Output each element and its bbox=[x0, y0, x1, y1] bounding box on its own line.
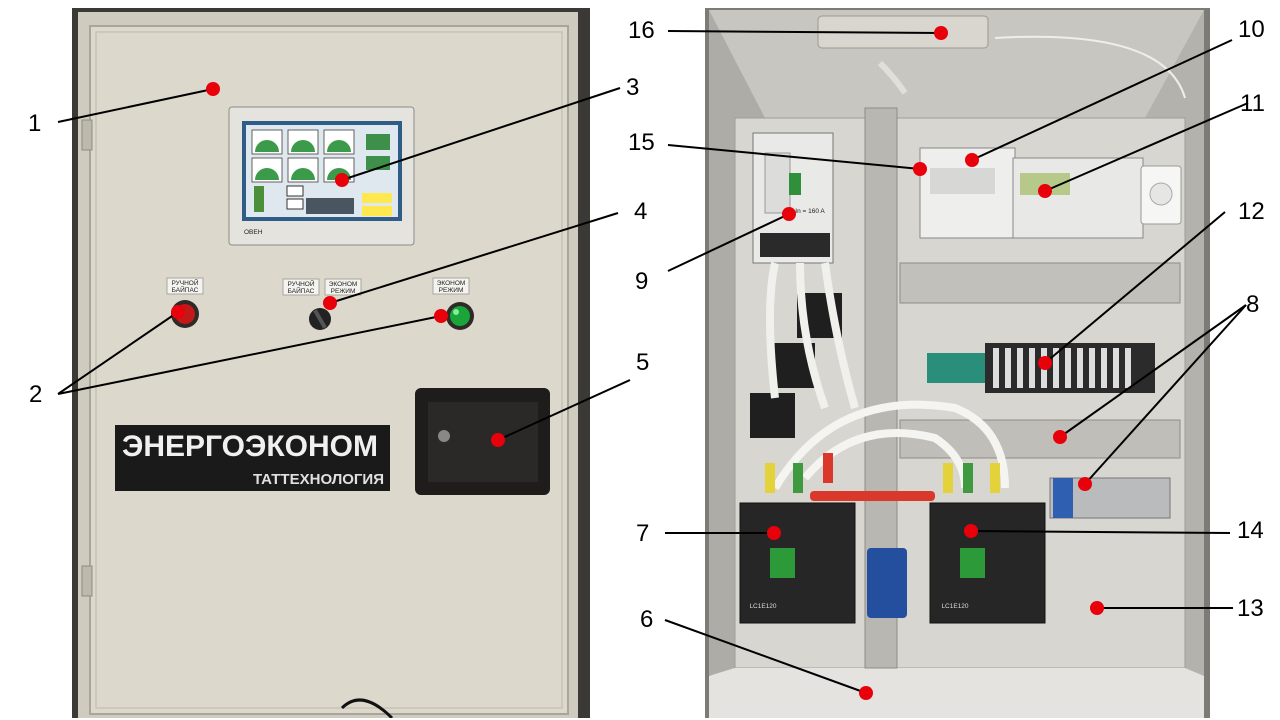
terminal-strip bbox=[1049, 477, 1171, 519]
main-circuit-breaker: In = 160 A bbox=[752, 132, 834, 264]
callout-14: 14 bbox=[1237, 517, 1264, 544]
callout-13: 13 bbox=[1237, 595, 1264, 622]
contactor-left-model: LC1E120 bbox=[749, 603, 776, 610]
svg-text:РЕЖИМ: РЕЖИМ bbox=[331, 288, 356, 295]
callout-8: 8 bbox=[1246, 291, 1260, 318]
mode-selector-switch bbox=[309, 308, 331, 330]
callout-5: 5 bbox=[636, 349, 650, 376]
svg-text:БАЙПАС: БАЙПАС bbox=[288, 286, 315, 295]
callout-7: 7 bbox=[636, 520, 650, 547]
callout-2: 2 bbox=[29, 381, 43, 408]
callout-11: 11 bbox=[1240, 90, 1265, 117]
econom-indicator-lamp bbox=[446, 302, 474, 330]
callout-6: 6 bbox=[640, 606, 654, 633]
brand-text: ЭНЕРГОЭКОНОМ bbox=[122, 430, 378, 463]
callout-10: 10 bbox=[1238, 16, 1265, 43]
cabinet-front-photo: ОВЕН РУЧНОЙ БАЙПАС РУЧНОЙ БАЙПАС ЭКОНОМ … bbox=[72, 8, 590, 718]
callout-9: 9 bbox=[635, 268, 649, 295]
bypass-indicator-lamp bbox=[171, 300, 199, 328]
brand-subtext: ТАТТЕХНОЛОГИЯ bbox=[253, 471, 384, 488]
contactor-right: LC1E120 bbox=[929, 502, 1046, 624]
svg-text:БАЙПАС: БАЙПАС bbox=[172, 285, 199, 294]
callout-15: 15 bbox=[628, 129, 655, 156]
plc-module bbox=[919, 147, 1016, 239]
label-plate-mode-left: РУЧНОЙ БАЙПАС bbox=[282, 278, 320, 296]
label-plate-mode-right: ЭКОНОМ РЕЖИМ bbox=[324, 278, 362, 296]
svg-text:РУЧНОЙ: РУЧНОЙ bbox=[171, 278, 198, 287]
current-sensor bbox=[867, 548, 907, 618]
svg-text:РЕЖИМ: РЕЖИМ bbox=[439, 287, 464, 294]
callout-4: 4 bbox=[634, 198, 648, 225]
label-plate-bypass: РУЧНОЙ БАЙПАС bbox=[166, 277, 204, 295]
brand-logo-plate: ЭНЕРГОЭКОНОМ ТАТТЕХНОЛОГИЯ bbox=[115, 425, 390, 491]
svg-text:ЭКОНОМ: ЭКОНОМ bbox=[437, 280, 466, 287]
contactor-left: LC1E120 bbox=[739, 502, 856, 624]
hmi-touch-panel: ОВЕН bbox=[228, 106, 415, 246]
cabinet-interior-photo: In = 160 A bbox=[705, 8, 1210, 718]
callout-1: 1 bbox=[28, 110, 42, 137]
svg-text:РУЧНОЙ: РУЧНОЙ bbox=[287, 279, 314, 288]
hmi-brand: ОВЕН bbox=[244, 229, 263, 236]
breaker-rating: In = 160 A bbox=[795, 208, 825, 215]
callout-16: 16 bbox=[628, 17, 655, 44]
cabinet-light bbox=[817, 15, 989, 49]
label-plate-econom: ЭКОНОМ РЕЖИМ bbox=[432, 277, 470, 295]
callout-3: 3 bbox=[626, 74, 640, 101]
socket-outlet bbox=[1140, 165, 1182, 225]
callout-12: 12 bbox=[1238, 198, 1265, 225]
contactor-right-model: LC1E120 bbox=[941, 603, 968, 610]
door-lock-handle bbox=[415, 388, 550, 495]
svg-text:ЭКОНОМ: ЭКОНОМ bbox=[329, 281, 358, 288]
display-controller bbox=[1012, 157, 1144, 239]
